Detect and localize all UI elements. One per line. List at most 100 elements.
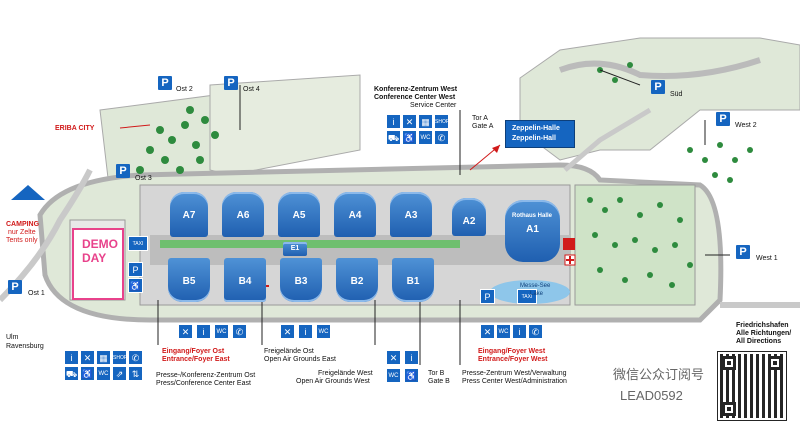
- zeppelin-halle[interactable]: Zeppelin-Halle Zeppelin-Hall: [505, 120, 575, 148]
- eingang-west-label-1: Eingang/Foyer West: [478, 348, 546, 355]
- accessible-parking-icon: ♿: [128, 278, 143, 293]
- parking-west2-label: West 2: [735, 122, 757, 129]
- wc-icon: WC: [316, 324, 331, 339]
- parking-ost1-sign[interactable]: P: [8, 280, 22, 294]
- parking-west-small-icon: P: [480, 289, 495, 304]
- presse-west-label-2: Press Center West/Administration: [462, 378, 567, 385]
- info-icon: i: [196, 324, 211, 339]
- hall-a6[interactable]: A6: [222, 192, 264, 237]
- eingang-ost-label-2: Entrance/Foyer East: [162, 356, 230, 363]
- phone-icon: ✆: [434, 130, 449, 145]
- tor-b-label-2: Gate B: [428, 378, 450, 385]
- camping-label-3: Tents only: [6, 237, 38, 244]
- parking-ost4-label: Ost 4: [243, 86, 260, 93]
- info-icon: i: [64, 350, 79, 365]
- info-icon: i: [404, 350, 419, 365]
- konferenz-west-label-1: Konferenz-Zentrum West: [374, 86, 458, 93]
- hall-a5[interactable]: A5: [278, 192, 320, 237]
- friedrichshafen-label-3: All Directions: [736, 338, 782, 345]
- parking-west1-sign[interactable]: P: [736, 245, 750, 259]
- presse-ost-label-2: Press/Conference Center East: [156, 380, 251, 387]
- luggage-icon: ⛟: [386, 130, 401, 145]
- parking-ost2-sign[interactable]: P: [158, 76, 172, 90]
- taxi-east-icon: TAXI: [128, 236, 148, 251]
- demo-day-line2: DAY: [82, 251, 107, 265]
- first-aid-icon: ♿: [402, 130, 417, 145]
- hall-b1[interactable]: B1: [392, 258, 434, 302]
- friedrichshafen-label-1: Friedrichshafen: [736, 322, 789, 329]
- parking-east-small-icon: P: [128, 262, 143, 277]
- presse-west-label-1: Presse-Zentrum West/Verwaltung: [462, 370, 567, 377]
- shop-icon: SHOP: [434, 114, 449, 129]
- zeppelin-halle-de: Zeppelin-Halle: [512, 125, 560, 132]
- restaurant-icon: ✕: [178, 324, 193, 339]
- ravensburg-label: Ravensburg: [6, 343, 44, 350]
- hall-a1[interactable]: A1: [505, 200, 560, 262]
- restaurant-icon: ✕: [280, 324, 295, 339]
- restaurant-icon: ✕: [402, 114, 417, 129]
- wc-icon: WC: [418, 130, 433, 145]
- phone-icon: ✆: [528, 324, 543, 339]
- parking-ost2-label: Ost 2: [176, 86, 193, 93]
- atm-icon: ▦: [96, 350, 111, 365]
- zeppelin-halle-en: Zeppelin-Hall: [512, 135, 556, 142]
- freigelaende-ost-label-1: Freigelände Ost: [264, 348, 314, 355]
- tor-b-label-1: Tor B: [428, 370, 445, 377]
- hall-b5[interactable]: B5: [168, 258, 210, 302]
- eriba-city-label: ERIBA CITY: [55, 125, 95, 132]
- rothaus-halle-label: Rothaus Halle: [512, 213, 553, 219]
- ulm-label: Ulm: [6, 334, 19, 341]
- tor-a-label-2: Gate A: [472, 123, 494, 130]
- hall-b4[interactable]: B4: [224, 258, 266, 302]
- hall-a7[interactable]: A7: [170, 192, 208, 237]
- camping-label-1: CAMPING: [6, 221, 40, 228]
- hall-a4[interactable]: A4: [334, 192, 376, 237]
- hall-a3[interactable]: A3: [390, 192, 432, 237]
- konferenz-west-label-2: Conference Center West: [374, 94, 456, 101]
- parking-ost4-sign[interactable]: P: [224, 76, 238, 90]
- demo-day-line1: DEMO: [82, 237, 118, 251]
- qr-code: [717, 351, 787, 421]
- parking-west2-sign[interactable]: P: [716, 112, 730, 126]
- camping-label-2: nur Zelte: [8, 229, 36, 236]
- service-center-label: Service Center: [410, 102, 457, 109]
- freigelaende-ost-label-2: Open Air Grounds East: [264, 356, 336, 363]
- atm-icon: ▦: [418, 114, 433, 129]
- wc-icon: WC: [96, 366, 111, 381]
- messe-see-label: Messe-See: [520, 283, 551, 289]
- shop-icon: SHOP: [112, 350, 127, 365]
- wechat-watermark: 微信公众订阅号: [613, 367, 705, 382]
- elevator-icon: ⇅: [128, 366, 143, 381]
- phone-icon: ✆: [232, 324, 247, 339]
- hall-e1[interactable]: E1: [283, 242, 307, 256]
- accessible-icon: ♿: [80, 366, 95, 381]
- tor-a-label-1: Tor A: [472, 115, 488, 122]
- parking-sued-label: Süd: [670, 91, 683, 98]
- demo-day-box[interactable]: DEMO DAY: [72, 228, 124, 300]
- restaurant-icon: ✕: [80, 350, 95, 365]
- luggage-icon: ⛟: [64, 366, 79, 381]
- parking-west1-label: West 1: [756, 255, 778, 262]
- parking-sued-sign[interactable]: P: [651, 80, 665, 94]
- taxi-west-icon: TAXI: [517, 289, 537, 304]
- freigelaende-west-label-2: Open Air Grounds West: [296, 378, 370, 385]
- parking-ost3-sign[interactable]: P: [116, 164, 130, 178]
- presse-ost-label-1: Presse-/Konferenz-Zentrum Ost: [156, 372, 256, 379]
- freigelaende-west-label-1: Freigelände West: [318, 370, 373, 377]
- phone-icon: ✆: [128, 350, 143, 365]
- info-icon: i: [512, 324, 527, 339]
- parking-ost3-label: Ost 3: [135, 175, 152, 182]
- restaurant-icon: ✕: [480, 324, 495, 339]
- restaurant-icon: ✕: [386, 350, 401, 365]
- friedrichshafen-label-2: Alle Richtungen/: [736, 330, 792, 337]
- hall-b2[interactable]: B2: [336, 258, 378, 302]
- hall-a2[interactable]: A2: [452, 198, 486, 236]
- hall-b3[interactable]: B3: [280, 258, 322, 302]
- stairs-icon: ⇗: [112, 366, 127, 381]
- wc-icon: WC: [496, 324, 511, 339]
- lake-label: Lake: [530, 291, 544, 297]
- parking-ost1-label: Ost 1: [28, 290, 45, 297]
- wc-icon: WC: [214, 324, 229, 339]
- accessible-icon: ♿: [404, 368, 419, 383]
